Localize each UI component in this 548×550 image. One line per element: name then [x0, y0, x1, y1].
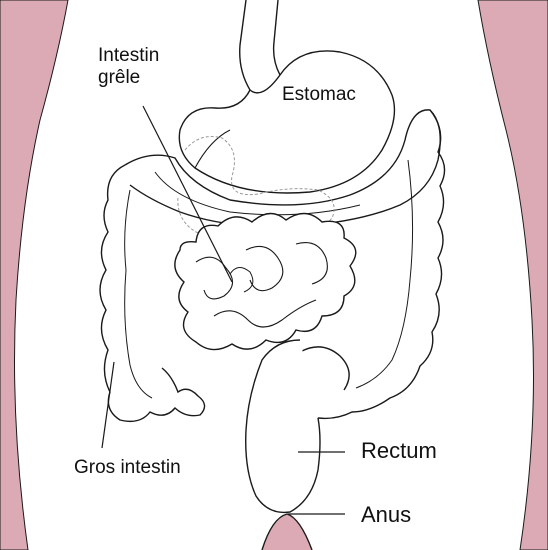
label-gros-intestin: Gros intestin [74, 457, 181, 479]
label-rectum: Rectum [361, 438, 437, 463]
label-intestin-grele-line2: grêle [98, 67, 159, 89]
label-anus: Anus [361, 502, 411, 527]
label-intestin-grele-line1: Intestin [98, 45, 159, 67]
label-estomac: Estomac [282, 84, 356, 106]
label-intestin-grele: Intestin grêle [98, 45, 159, 89]
